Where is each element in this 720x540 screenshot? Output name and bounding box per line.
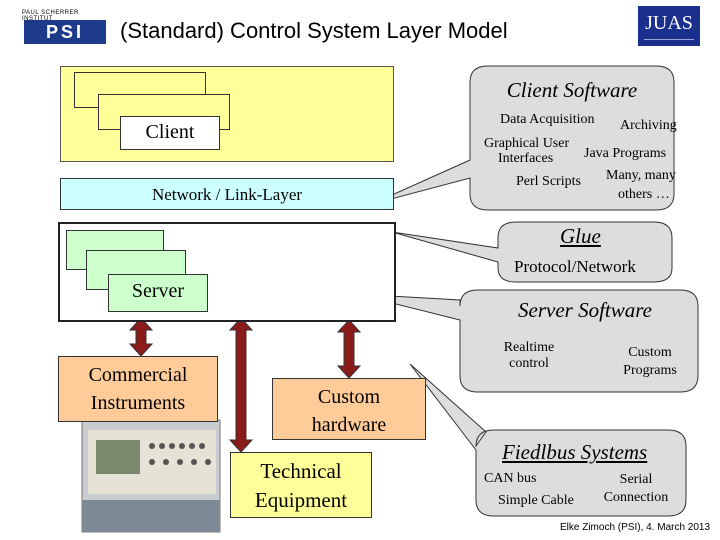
fb-serial-connection: Serial Connection <box>600 471 672 507</box>
cs-data-acquisition: Data Acquisition <box>500 112 595 127</box>
fb-can-bus: CAN bus <box>484 471 537 486</box>
psi-logo-mark: PSI <box>24 20 106 44</box>
juas-logo-text: JUAS <box>645 12 693 34</box>
cs-graphical-user: Graphical User <box>484 136 570 151</box>
fb-serial: Serial <box>619 472 653 487</box>
glue-subtitle: Protocol/Network <box>514 257 636 276</box>
glue-title: Glue <box>560 224 601 248</box>
commercial-instruments-box: Commercial Instruments <box>58 356 218 422</box>
commercial-line-1: Commercial <box>88 364 188 386</box>
fb-connection: Connection <box>603 490 669 505</box>
footer-credit: Elke Zimoch (PSI), 4. March 2013 <box>560 522 711 533</box>
server-card: Server <box>108 274 208 312</box>
network-link-layer: Network / Link-Layer <box>60 178 394 210</box>
ss-control: control <box>509 356 549 371</box>
technical-line-1: Technical <box>260 459 342 483</box>
psi-logo: PAUL SCHERRER INSTITUT PSI <box>22 10 108 46</box>
ss-programs: Programs <box>623 363 677 378</box>
fieldbus-bubble <box>409 363 687 517</box>
fieldbus-title: Fiedlbus Systems <box>502 440 648 464</box>
ss-realtime: Realtime <box>503 340 555 355</box>
cs-many-many: Many, many <box>606 168 676 183</box>
psi-caption: PAUL SCHERRER INSTITUT <box>22 10 79 22</box>
oscilloscope-photo <box>81 419 221 533</box>
cs-perl-scripts: Perl Scripts <box>516 174 581 189</box>
juas-logo: JUAS <box>638 6 700 46</box>
page-title: (Standard) Control System Layer Model <box>120 18 508 43</box>
arrow-custom-hw <box>336 319 362 379</box>
ss-realtime-control: Realtime control <box>498 340 560 372</box>
server-software-bubble <box>355 289 699 393</box>
client-software-bubble <box>371 65 675 211</box>
client-card: Client <box>120 116 220 150</box>
ss-custom-programs: Custom Programs <box>612 344 688 380</box>
fb-simple-cable: Simple Cable <box>498 493 574 508</box>
custom-hardware-box: Custom hardware <box>272 378 426 440</box>
ss-custom: Custom <box>628 345 672 360</box>
commercial-line-2: Instruments <box>90 392 186 414</box>
server-software-title: Server Software <box>518 298 652 322</box>
arrow-technical <box>228 317 254 453</box>
cs-java-programs: Java Programs <box>584 146 667 161</box>
technical-equipment-box: Technical Equipment <box>230 452 372 518</box>
glue-bubble <box>391 221 673 283</box>
custom-hw-line-2: hardware <box>311 414 387 436</box>
custom-hw-line-1: Custom <box>317 386 381 408</box>
arrow-commercial <box>128 317 154 357</box>
cs-others: others … <box>618 187 670 202</box>
technical-line-2: Equipment <box>254 488 348 512</box>
cs-interfaces: Interfaces <box>498 151 554 166</box>
client-software-title: Client Software <box>506 78 638 102</box>
cs-archiving: Archiving <box>620 118 677 133</box>
